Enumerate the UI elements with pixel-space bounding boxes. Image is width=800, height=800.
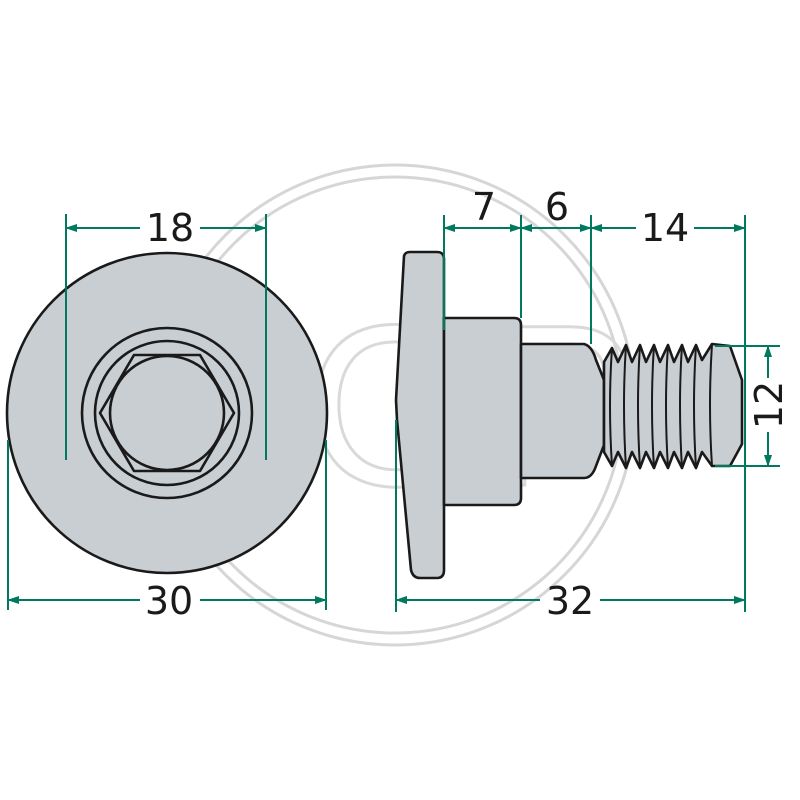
dim-14-label: 14: [641, 206, 689, 250]
dim-18-label: 18: [146, 206, 194, 250]
center-bore: [108, 354, 226, 472]
dim-32-label: 32: [546, 579, 594, 623]
collar-ring: [80, 326, 254, 500]
dim-12-label: 12: [747, 381, 791, 429]
side-view: 7 6 14 12 32: [394, 185, 791, 623]
bolt-collar: [442, 316, 523, 507]
bolt-head: [394, 250, 446, 580]
thread-crest-lines: [609, 343, 713, 469]
front-view: 18 30: [5, 206, 329, 623]
bolt-shoulder: [519, 342, 606, 480]
dim-6-label: 6: [545, 185, 569, 229]
dim-30-label: 30: [145, 579, 193, 623]
dim-7-label: 7: [472, 185, 496, 229]
